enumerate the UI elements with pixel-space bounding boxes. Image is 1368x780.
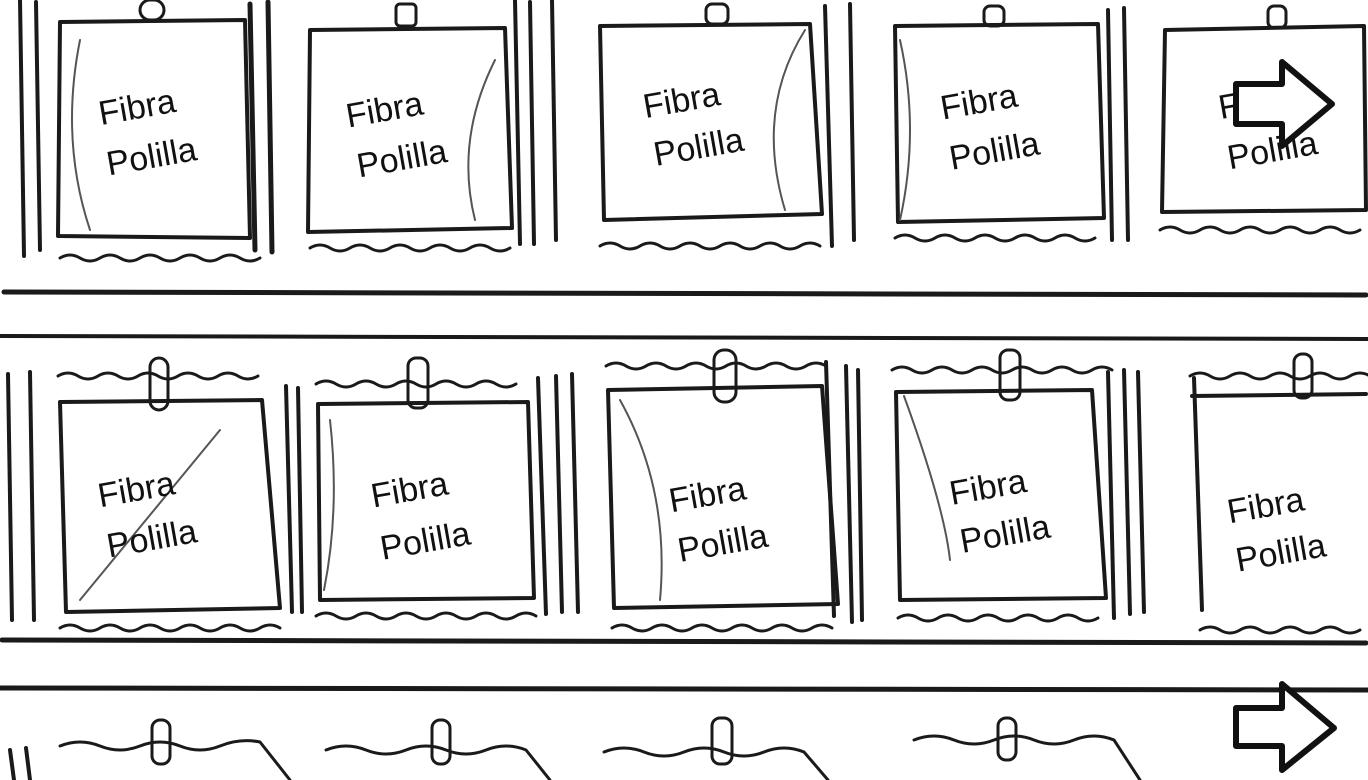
bag-label-line1: Fibra xyxy=(96,82,179,133)
bag: Fibra Polilla xyxy=(598,2,856,251)
bag-label-line2: Polilla xyxy=(1224,124,1320,177)
bag: Fibra Polilla xyxy=(890,348,1146,623)
bag-clip xyxy=(430,718,452,766)
bag-label-line2: Polilla xyxy=(377,515,473,568)
bag-clip xyxy=(996,716,1018,762)
bag-label-line1: Fibra xyxy=(938,77,1021,128)
bag-label-line1: Fibra xyxy=(343,85,426,136)
bag-label-line2: Polilla xyxy=(1233,526,1329,579)
bag-label-line1: Fibra xyxy=(368,465,451,516)
bag-label-line2: Polilla xyxy=(675,517,771,570)
bag: Fibra Polilla xyxy=(6,356,304,633)
shelf-row-3 xyxy=(8,716,1142,780)
bag: Fibra Polilla xyxy=(18,0,275,263)
bag-label-line2: Polilla xyxy=(354,132,450,185)
bag: Fibra Polilla xyxy=(893,4,1130,243)
bag-label-line2: Polilla xyxy=(957,508,1053,561)
bag-label-line1: Fibra xyxy=(947,462,1030,513)
bag-label-line2: Polilla xyxy=(104,130,200,183)
arrow-right-icon[interactable] xyxy=(1233,681,1337,773)
shelf-row-1: Fibra Polilla Fibra Polilla Fibra Polill… xyxy=(18,0,1368,263)
bag-label-line2: Polilla xyxy=(104,512,200,565)
arrow-right-icon[interactable] xyxy=(1233,59,1335,149)
bag: Fibra Polilla xyxy=(1188,352,1368,635)
bag: Fibra Polilla xyxy=(306,0,558,253)
bag-label-line1: Fibra xyxy=(1224,480,1307,531)
bag-label-line1: Fibra xyxy=(666,469,749,520)
bag-label-line1: Fibra xyxy=(640,75,723,126)
bag: Fibra Polilla xyxy=(604,348,864,633)
shelf-row-2: Fibra Polilla Fibra Polilla Fibra Polill… xyxy=(6,348,1368,635)
bag: Fibra Polilla xyxy=(314,356,580,621)
bag-label-line2: Polilla xyxy=(651,121,747,174)
bag-label-line1: Fibra xyxy=(95,464,178,515)
bag-clip xyxy=(710,716,734,766)
bag-label-line2: Polilla xyxy=(946,125,1042,178)
bag-clip xyxy=(150,718,172,766)
shelf-lines xyxy=(0,289,1368,693)
